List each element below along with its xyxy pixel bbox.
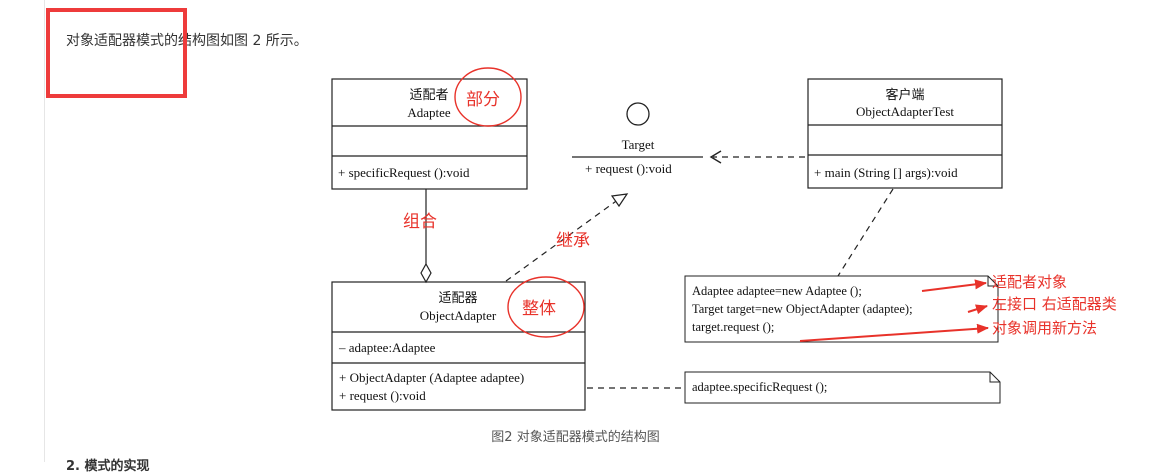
composition-diamond-icon (420, 262, 432, 284)
realization-relation (505, 193, 629, 282)
adaptee-class-box: 适配者 Adaptee + specificRequest ():void (331, 78, 528, 190)
client-title-en: ObjectAdapterTest (856, 104, 954, 119)
red-highlight-rectangle (46, 8, 187, 98)
annotation-composition: 组合 (403, 212, 437, 232)
client-note-line-3: target.request (); (692, 320, 774, 334)
target-name: Target (622, 137, 655, 152)
adapter-note-line-1: adaptee.specificRequest (); (692, 380, 827, 394)
adaptee-method: + specificRequest ():void (338, 165, 470, 180)
adapter-title-cn: 适配器 (438, 290, 477, 305)
hollow-triangle-icon (610, 193, 629, 208)
red-arrow-call-new-method (799, 323, 989, 342)
whole-highlight-ellipse (507, 276, 585, 338)
annotation-interface-adapter: 左接口 右适配器类 (992, 295, 1117, 313)
client-note-anchor (837, 188, 894, 277)
dependency-relation (709, 150, 805, 164)
adaptee-title-en: Adaptee (407, 105, 451, 120)
adapter-method: + request ():void (339, 388, 426, 403)
target-interface: Target + request ():void (572, 102, 703, 176)
interface-lollipop-icon (626, 102, 650, 126)
composition-relation (420, 189, 432, 284)
red-arrow-interface-adapter (967, 304, 988, 315)
content-left-border (44, 0, 45, 462)
adapter-class-box: 适配器 ObjectAdapter – adaptee:Adaptee + Ob… (331, 281, 586, 411)
red-arrow-adaptee-object (921, 279, 987, 292)
annotation-inherit: 继承 (556, 231, 590, 251)
adaptee-title-cn: 适配者 (409, 87, 448, 102)
adapter-code-note: adaptee.specificRequest (); (684, 371, 1001, 404)
adapter-attribute: – adaptee:Adaptee (338, 340, 436, 355)
figure-caption: 图2 对象适配器模式的结构图 (491, 430, 660, 445)
section-heading-partial: 2. 模式的实现 (66, 459, 150, 474)
client-title-cn: 客户端 (885, 87, 924, 102)
object-adapter-structure-diagram: 适配者 Adaptee + specificRequest ():void Ta… (331, 67, 1117, 411)
annotation-adaptee-object: 适配者对象 (992, 273, 1067, 291)
open-arrow-icon (709, 150, 722, 164)
part-highlight-ellipse (454, 67, 522, 127)
client-note-line-2: Target target=new ObjectAdapter (adaptee… (692, 302, 913, 316)
annotation-call-new-method: 对象调用新方法 (992, 319, 1097, 337)
annotation-whole: 整体 (522, 299, 556, 319)
target-method: + request ():void (585, 161, 672, 176)
annotation-part: 部分 (466, 90, 500, 110)
adapter-constructor: + ObjectAdapter (Adaptee adaptee) (339, 370, 524, 385)
client-method: + main (String [] args):void (814, 165, 958, 180)
adapter-title-en: ObjectAdapter (420, 308, 497, 323)
client-code-note: Adaptee adaptee=new Adaptee (); Target t… (684, 275, 999, 343)
client-class-box: 客户端 ObjectAdapterTest + main (String [] … (807, 78, 1003, 189)
client-note-line-1: Adaptee adaptee=new Adaptee (); (692, 284, 862, 298)
